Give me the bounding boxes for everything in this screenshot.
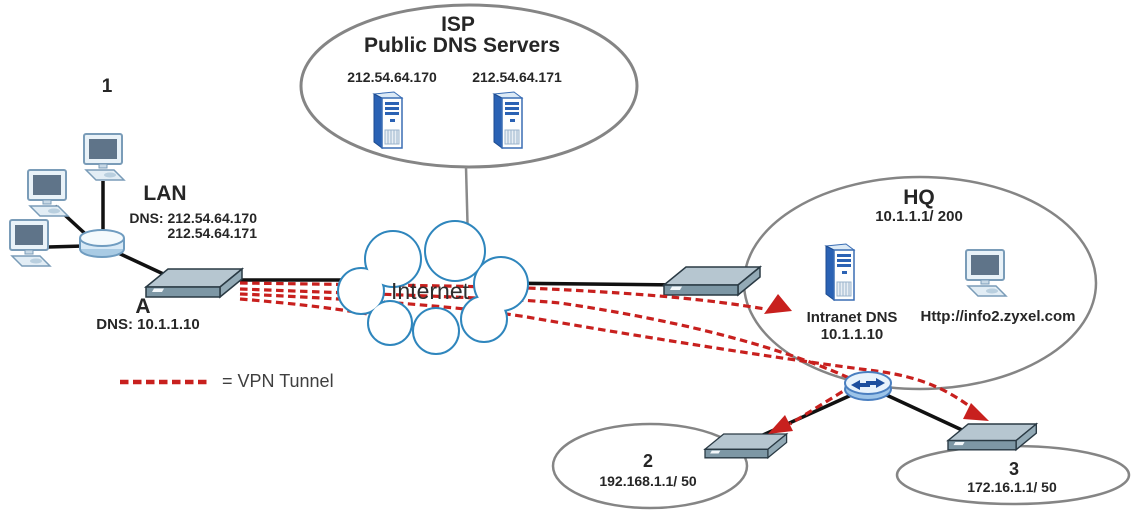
router-icon bbox=[844, 371, 892, 401]
hq-to-branch3-line bbox=[879, 390, 963, 432]
hq-title: HQ bbox=[903, 186, 935, 209]
hub-icon bbox=[79, 229, 125, 258]
branch3-ip-label: 172.16.1.1/ 50 bbox=[967, 479, 1057, 495]
legend-label: = VPN Tunnel bbox=[222, 371, 334, 391]
site1-number-label: 1 bbox=[101, 76, 113, 97]
router-a-label: A bbox=[135, 295, 151, 318]
lan-label: LAN bbox=[143, 182, 187, 205]
hq-dns-name-label: Intranet DNS bbox=[806, 309, 898, 326]
lan-dns-line2: 212.54.64.171 bbox=[167, 225, 257, 241]
isp-server2-ip: 212.54.64.171 bbox=[472, 69, 562, 85]
isp-server1-ip: 212.54.64.170 bbox=[347, 69, 437, 85]
hq-web-server-label: Http://info2.zyxel.com bbox=[920, 308, 1076, 325]
hq-to-branch2-line bbox=[751, 390, 859, 442]
hq-ip-label: 10.1.1.1/ 200 bbox=[875, 208, 963, 225]
web-server-computer-icon bbox=[965, 249, 1007, 297]
branch2-number-label: 2 bbox=[642, 451, 654, 471]
desktop-computer-icon bbox=[83, 133, 125, 181]
desktop-computer-icon bbox=[27, 169, 69, 217]
tunnel-arrowhead-hq bbox=[764, 294, 792, 314]
intranet-dns-server-icon bbox=[825, 243, 855, 301]
internet-label: Internet bbox=[391, 278, 469, 304]
tunnel-arrowhead-branch2 bbox=[768, 415, 793, 434]
hq-dns-ip-label: 10.1.1.10 bbox=[820, 326, 884, 343]
branch3-number-label: 3 bbox=[1008, 459, 1020, 479]
internet-cloud bbox=[337, 220, 529, 355]
dns-server-icon bbox=[493, 91, 523, 149]
router-a-dns-label: DNS: 10.1.1.10 bbox=[96, 316, 200, 333]
lan-dns-line1: DNS: 212.54.64.170 bbox=[129, 210, 257, 226]
tunnel-arrowhead-branch3 bbox=[963, 403, 989, 421]
dns-server-icon bbox=[373, 91, 403, 149]
isp-title: ISP bbox=[441, 13, 475, 36]
branch2-ip-label: 192.168.1.1/ 50 bbox=[599, 473, 697, 489]
isp-subtitle: Public DNS Servers bbox=[363, 34, 561, 57]
branch2-ellipse bbox=[551, 422, 749, 510]
vpn-tunnel-to-branch3 bbox=[239, 292, 981, 416]
desktop-computer-icon bbox=[9, 219, 51, 267]
